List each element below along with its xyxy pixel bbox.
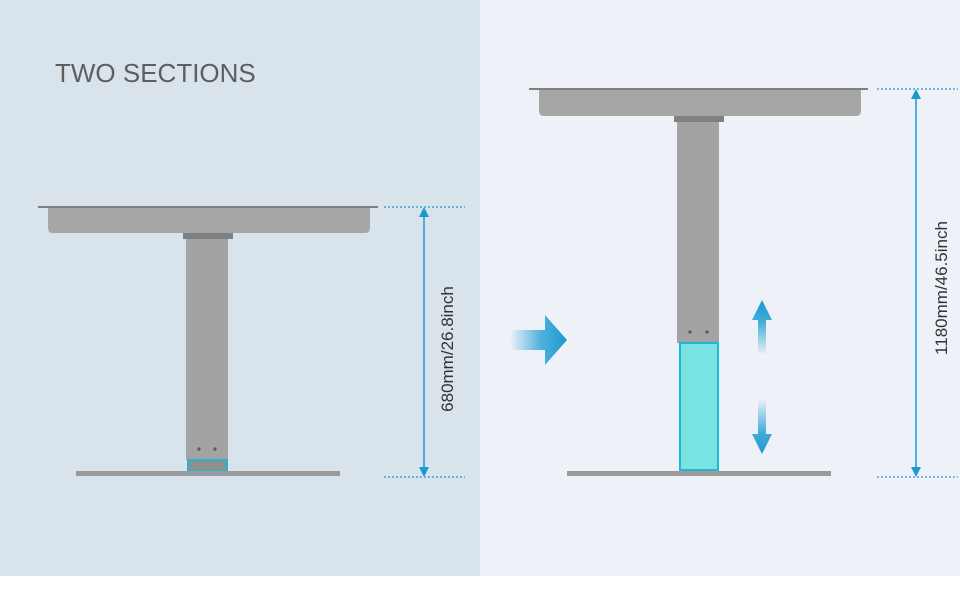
low-desk-base bbox=[76, 471, 340, 476]
high-desk-inner-section bbox=[679, 342, 719, 471]
low-desk-column bbox=[186, 239, 228, 460]
low-desk-top bbox=[48, 208, 370, 233]
low-height-dimension: 680mm/26.8inch bbox=[384, 206, 465, 478]
right-panel-background bbox=[480, 0, 960, 576]
high-dimension-arrow-down bbox=[911, 467, 921, 477]
high-desk-screw bbox=[688, 330, 692, 334]
high-desk-top bbox=[539, 90, 861, 116]
high-desk bbox=[529, 88, 868, 476]
right-arrow-icon bbox=[510, 315, 567, 365]
low-dimension-arrow-up bbox=[419, 207, 429, 217]
page-title: TWO SECTIONS bbox=[55, 58, 256, 88]
high-desk-column bbox=[677, 122, 719, 343]
low-desk-column-cap bbox=[183, 233, 233, 239]
low-desk-screw bbox=[197, 447, 201, 451]
left-panel-background bbox=[0, 0, 480, 576]
high-desk-screw bbox=[705, 330, 709, 334]
low-desk-screw bbox=[213, 447, 217, 451]
low-desk bbox=[38, 206, 378, 476]
low-dimension-arrow-down bbox=[419, 467, 429, 477]
low-height-label: 680mm/26.8inch bbox=[438, 286, 457, 412]
high-desk-column-cap bbox=[674, 116, 724, 122]
high-desk-base bbox=[567, 471, 831, 476]
up-down-arrow-icon bbox=[752, 300, 772, 454]
high-height-dimension: 1180mm/46.5inch bbox=[877, 88, 958, 478]
high-height-label: 1180mm/46.5inch bbox=[932, 221, 951, 355]
high-dimension-arrow-up bbox=[911, 89, 921, 99]
low-desk-inner-section bbox=[187, 459, 228, 472]
